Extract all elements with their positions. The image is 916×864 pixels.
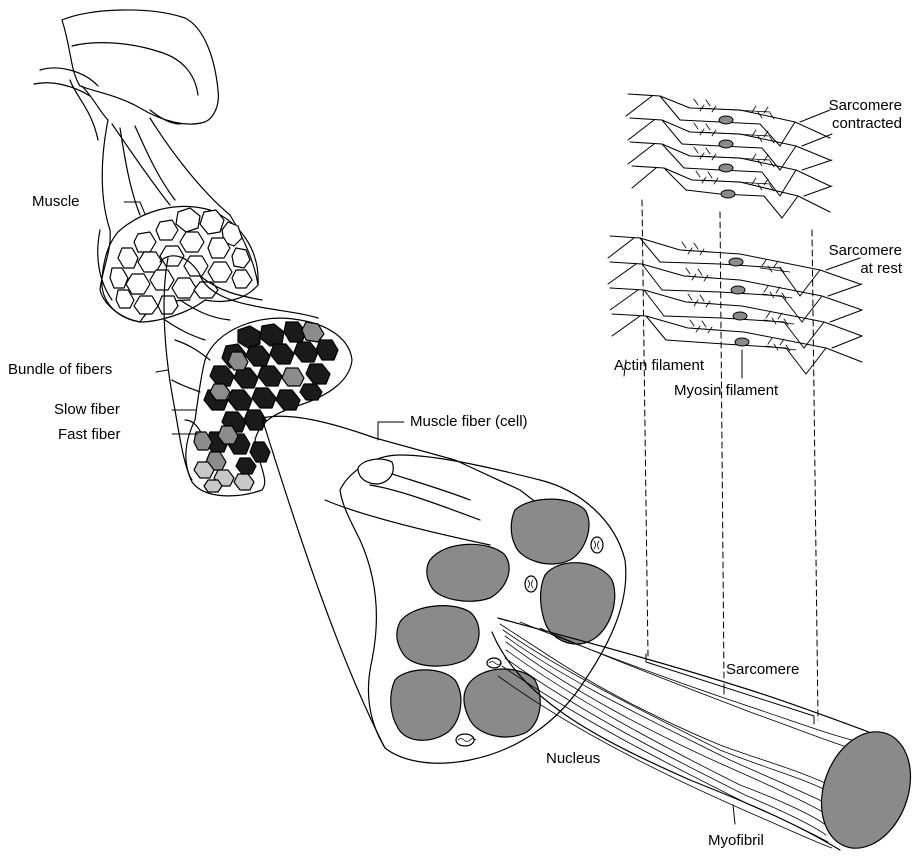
muscle-label: Muscle (32, 193, 80, 211)
nucleus-1 (511, 499, 589, 564)
fascicle-cross-section (186, 318, 352, 496)
sarcomere-guide-lines (642, 200, 818, 720)
leader-lines (124, 202, 814, 824)
sarcomere-rest-line2: at rest (802, 260, 902, 278)
bundle-of-fibers-label: Bundle of fibers (8, 361, 112, 379)
sarcomere-label: Sarcomere (726, 661, 799, 679)
nucleus-3 (541, 563, 615, 644)
nucleus-2 (427, 544, 509, 601)
sarcomere-rest-line1: Sarcomere (802, 242, 902, 260)
actin-filament-label: Actin filament (614, 357, 704, 375)
sarcomere-contracted-line2: contracted (802, 115, 902, 133)
sarcomere-contracted-line1: Sarcomere (802, 97, 902, 115)
muscle-fiber-cell-label: Muscle fiber (cell) (410, 413, 528, 431)
nucleus-5 (391, 670, 461, 740)
nucleus-4 (397, 606, 479, 666)
myofibril (492, 618, 916, 861)
myofibril-label: Myofibril (708, 832, 764, 850)
fast-fiber-label: Fast fiber (58, 426, 121, 444)
myosin-filament-label: Myosin filament (674, 382, 778, 400)
sarcomere-rest-label: Sarcomere at rest (802, 242, 902, 278)
nucleus-label: Nucleus (546, 750, 600, 768)
sarcomere-contracted-label: Sarcomere contracted (802, 97, 902, 133)
slow-fiber-label: Slow fiber (54, 401, 120, 419)
